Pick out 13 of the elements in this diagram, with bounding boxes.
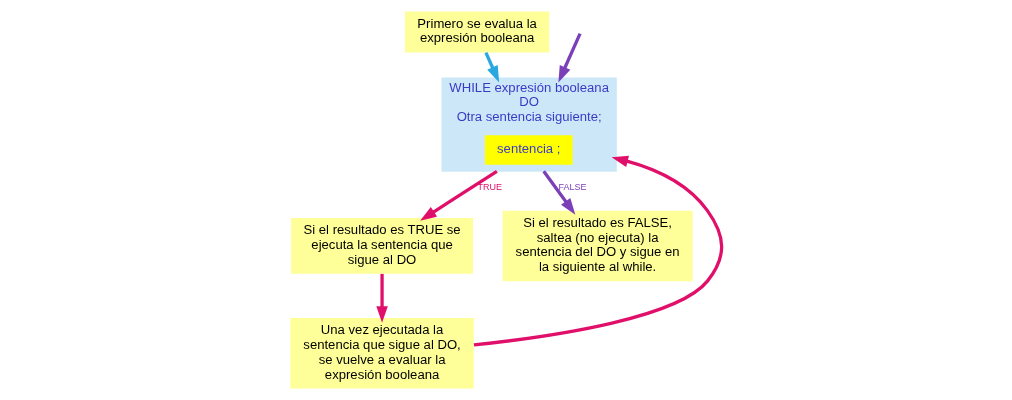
node-box: Si el resultado es TRUE se ejecuta la sentencia que sigue al DO [291, 218, 474, 274]
node-box: Si el resultado es FALSE, saltea (no ejecuta) la sentencia del DO y sigue en la siguiente al while. [502, 210, 693, 282]
arrow [376, 273, 388, 323]
edge-label: FALSE [558, 182, 587, 192]
arrow [542, 170, 576, 215]
arrow [484, 51, 500, 83]
node-box: Una vez ejecutada la sentencia que sigue al DO, se vuelve a evaluar la expresión booleana [290, 318, 474, 389]
arrow [473, 155, 724, 347]
arrow [420, 169, 498, 221]
edge-label: TRUE [477, 182, 503, 192]
node-box: sentencia ; [484, 135, 573, 165]
arrow [558, 32, 582, 83]
node-box: Primero se evalua la expresión booleana [405, 11, 550, 53]
